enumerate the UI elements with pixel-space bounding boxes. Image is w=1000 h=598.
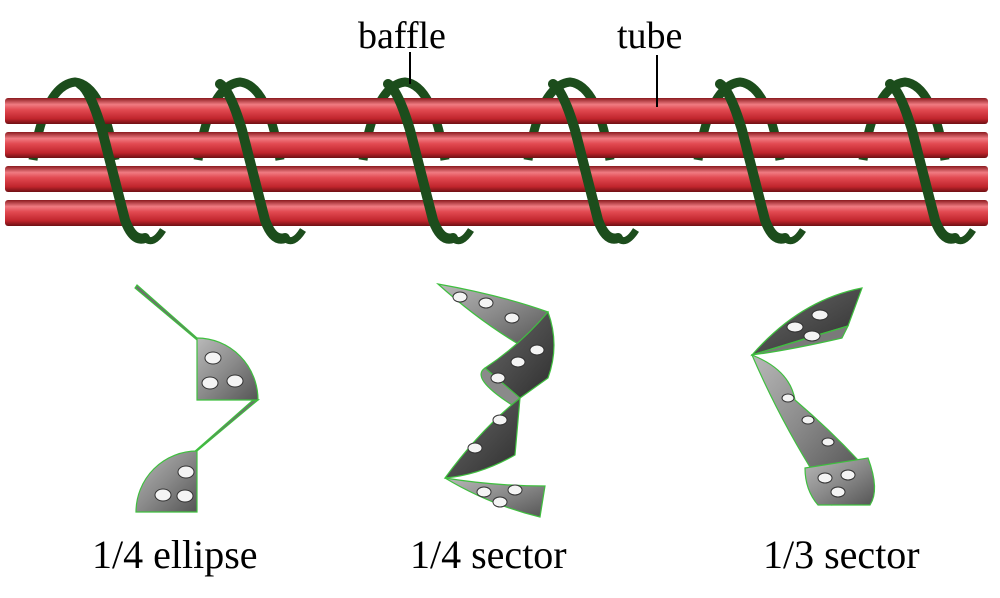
baffle-loop-front	[715, 79, 790, 244]
baffle-loop-bottom	[615, 228, 639, 245]
caption-third-sector: 1/3 sector	[763, 532, 920, 577]
baffle-loop-front	[75, 79, 150, 244]
baffle-helix-front	[75, 79, 976, 245]
tube-label: tube	[617, 15, 682, 57]
tubes	[5, 98, 988, 226]
baffle-loop-front	[548, 79, 623, 244]
tube-bundle	[5, 77, 988, 245]
quarter-sector-baffle	[436, 283, 555, 518]
baffle-loop-bottom	[450, 228, 474, 245]
tube	[5, 166, 988, 192]
tube	[5, 98, 988, 124]
third-sector-baffle	[750, 287, 876, 506]
baffle-loop-front	[383, 79, 458, 244]
baffle-label: baffle	[358, 15, 446, 57]
caption-quarter-sector: 1/4 sector	[410, 532, 567, 577]
baffle-loop-bottom	[782, 228, 806, 245]
quarter-ellipse-baffle	[134, 284, 261, 513]
baffle-loop-bottom	[282, 228, 306, 245]
baffle-loop-bottom	[952, 228, 976, 245]
baffle-loop-front	[215, 79, 290, 244]
caption-quarter-ellipse: 1/4 ellipse	[92, 532, 258, 577]
baffle-loop-bottom	[142, 228, 166, 245]
baffle-loop-front	[885, 79, 960, 244]
tube	[5, 200, 988, 226]
tube	[5, 132, 988, 158]
